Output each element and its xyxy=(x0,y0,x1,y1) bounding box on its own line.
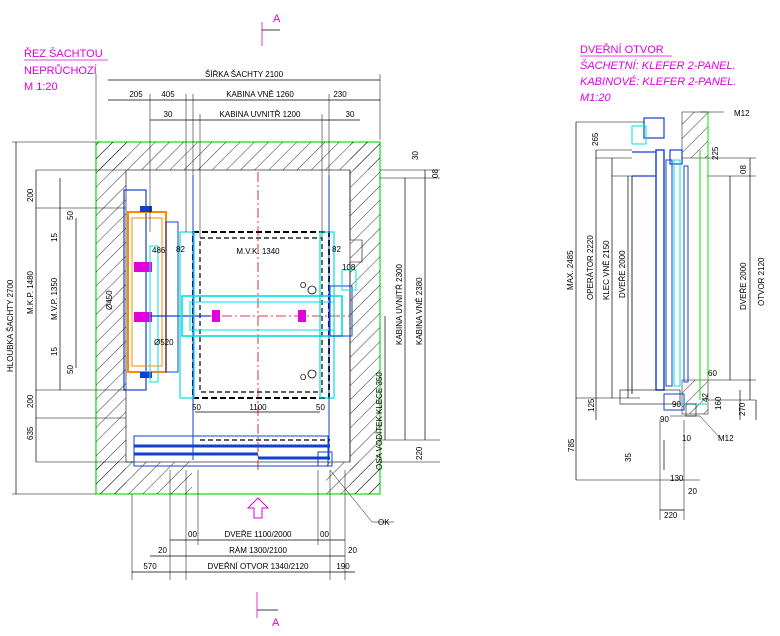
section-walls xyxy=(681,111,709,415)
label-o-top: O xyxy=(300,281,306,290)
section-mark-a-bottom: A xyxy=(272,617,280,629)
dim-max: MAX. 2485 xyxy=(566,250,575,290)
title-scale: M 1:20 xyxy=(24,81,58,93)
dim-kabina-vne-w: KABINA VNĚ 1260 xyxy=(226,90,294,99)
dim-20-section: 20 xyxy=(688,487,697,496)
axis-lines xyxy=(150,172,350,470)
dim-30-right: 30 xyxy=(346,110,355,119)
dim-otvor: OTVOR 2120 xyxy=(757,257,766,306)
dim-130: 130 xyxy=(670,474,684,483)
dim-08-right: 08 xyxy=(431,169,440,178)
dim-30-left: 30 xyxy=(164,110,173,119)
dim-265: 265 xyxy=(591,132,600,146)
dim-kabina-uvnitr-h: KABINA UVNITŘ 2300 xyxy=(395,264,404,345)
dim-270: 270 xyxy=(738,402,747,416)
door-assembly xyxy=(133,435,394,523)
dim-10: 10 xyxy=(682,434,691,443)
dim-90-top: 90 xyxy=(672,400,681,409)
car-sling xyxy=(179,231,357,399)
dim-hloubka-sachty: HLOUBKA ŠACHTY 2700 xyxy=(6,279,15,372)
dim-50-top-left: 50 xyxy=(66,211,75,220)
section-dimension-labels: M12 265 225 08 MAX. 2485 OPERÁTOR 2220 K… xyxy=(566,109,766,520)
dim-mvk: M.V.K. 1340 xyxy=(236,247,280,256)
dim-15-bottom: 15 xyxy=(50,347,59,356)
dim-ram: RÁM 1300/2100 xyxy=(229,546,287,555)
dim-42: 42 xyxy=(701,393,710,402)
dim-dvere-right: DVEŘE 2000 xyxy=(739,262,748,310)
label-o-bottom: O xyxy=(300,373,306,382)
dim-20-right: 20 xyxy=(348,546,357,555)
door-section-view: DVEŘNÍ OTVOR ŠACHETNÍ: KLEFER 2-PANEL. K… xyxy=(566,43,766,520)
dim-82-left: 82 xyxy=(176,245,185,254)
dim-90-bottom: 90 xyxy=(660,415,669,424)
dim-1100: 1100 xyxy=(249,403,267,412)
dim-405: 405 xyxy=(161,90,175,99)
dim-dvere: DVEŘE 1100/2000 xyxy=(224,530,292,539)
dim-200-bottom: 200 xyxy=(26,394,35,408)
dim-osa-voditek: OSA VODÍTEK KLECE 350 xyxy=(375,372,384,470)
left-title-block: ŘEZ ŠACHTOU NEPRŮCHOZÍ M 1:20 xyxy=(24,47,108,93)
title-scale-right: M1:20 xyxy=(580,92,611,104)
car-outline xyxy=(192,175,330,460)
section-door-leaves xyxy=(619,111,724,439)
dim-35: 35 xyxy=(624,453,633,462)
dim-phi450: Ø450 xyxy=(105,290,114,310)
dim-205: 205 xyxy=(129,90,143,99)
label-m12-bottom: M12 xyxy=(718,434,734,443)
title-sachetni: ŠACHETNÍ: KLEFER 2-PANEL. xyxy=(580,59,736,72)
section-mark-a-top: A xyxy=(273,13,281,25)
dim-20-left: 20 xyxy=(158,546,167,555)
title-kabinove: KABINOVÉ: KLEFER 2-PANEL. xyxy=(580,75,736,88)
title-dverni-otvor: DVEŘNÍ OTVOR xyxy=(580,43,664,56)
dim-82-right: 82 xyxy=(332,245,341,254)
dim-486: 486 xyxy=(152,246,166,255)
dim-190: 190 xyxy=(336,562,350,571)
dim-108: 108 xyxy=(342,263,356,272)
dim-50-left: 50 xyxy=(192,403,201,412)
dim-30-top-right: 30 xyxy=(411,151,420,160)
dim-225: 225 xyxy=(711,146,720,160)
section-dimension-lines xyxy=(575,121,757,520)
dim-230: 230 xyxy=(333,90,347,99)
right-title-block: DVEŘNÍ OTVOR ŠACHETNÍ: KLEFER 2-PANEL. K… xyxy=(580,43,736,104)
dim-operator: OPERÁTOR 2220 xyxy=(586,235,595,300)
dim-phi520: Ø520 xyxy=(154,338,174,347)
dim-08-section: 08 xyxy=(739,165,748,174)
section-mark-top: A xyxy=(261,13,281,46)
dim-125: 125 xyxy=(587,398,596,412)
title-rez-sachtou: ŘEZ ŠACHTOU xyxy=(24,47,103,60)
dim-00-left: 00 xyxy=(188,530,197,539)
label-m12-top: M12 xyxy=(734,109,750,118)
plan-dimension-lines xyxy=(12,74,440,580)
dim-klec: KLEC VNĚ 2150 xyxy=(602,240,611,300)
dim-mkp: M.K.P. 1480 xyxy=(26,270,35,314)
dim-200-top: 200 xyxy=(26,188,35,202)
title-nepruchozi: NEPRŮCHOZÍ xyxy=(24,64,98,77)
dim-kabina-vne-h: KABINA VNĚ 2380 xyxy=(415,277,424,345)
dim-15-top: 15 xyxy=(50,233,59,242)
dim-220: 220 xyxy=(415,446,424,460)
label-ok: OK xyxy=(378,518,390,527)
dim-sirka-sachty: ŠÍŘKA ŠACHTY 2100 xyxy=(205,70,284,79)
dim-50-bottom-left: 50 xyxy=(66,365,75,374)
dim-00-right: 00 xyxy=(320,530,329,539)
dim-50-right: 50 xyxy=(316,403,325,412)
dim-dvere-left: DVEŘE 2000 xyxy=(618,250,627,298)
plan-dimension-labels: ŠÍŘKA ŠACHTY 2100 205 405 KABINA VNĚ 126… xyxy=(6,70,440,571)
dim-kabina-uvnitr-w: KABINA UVNITŘ 1200 xyxy=(220,110,301,119)
dim-mvp: M.V.P. 1350 xyxy=(50,277,59,320)
plan-view: A A ŘEZ ŠACHTOU NEPRŮCHOZÍ M 1:20 xyxy=(6,13,440,629)
dim-dverni-otvor: DVEŘNÍ OTVOR 1340/2120 xyxy=(208,562,309,571)
dim-60: 60 xyxy=(708,369,717,378)
dim-160: 160 xyxy=(714,396,723,410)
dim-635: 635 xyxy=(26,426,35,440)
dim-220-section: 220 xyxy=(664,511,678,520)
dim-785: 785 xyxy=(567,438,576,452)
dim-570: 570 xyxy=(143,562,157,571)
section-mark-bottom: A xyxy=(256,592,280,629)
